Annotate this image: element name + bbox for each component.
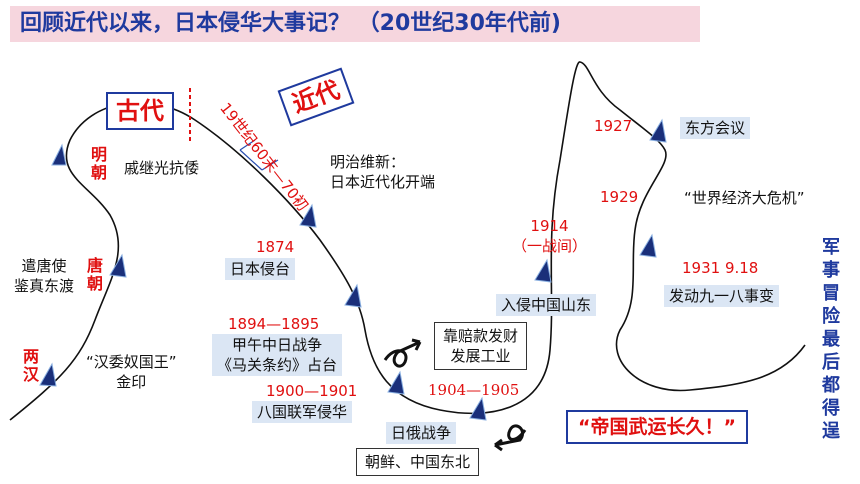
event-han-seal: “汉委奴国王”金印 xyxy=(86,353,177,391)
event-indemnity: 靠赔款发财发展工业 xyxy=(434,322,528,370)
swirl-arrow-1 xyxy=(383,340,421,368)
year-1900: 1900—1901 xyxy=(266,382,358,400)
year-1914: 1914（一战间） xyxy=(512,217,588,255)
ship-1900 xyxy=(387,370,405,395)
ship-1931 xyxy=(639,233,657,258)
event-economic-crisis: “世界经济大危机” xyxy=(684,189,805,207)
ship-1894 xyxy=(344,283,362,308)
dynasty-ming: 明朝 xyxy=(90,145,107,182)
swirl-arrow-2 xyxy=(494,424,527,447)
ship-han xyxy=(39,362,57,387)
event-korea-ne-china: 朝鲜、中国东北 xyxy=(356,448,480,476)
event-sept18: 发动九一八事变 xyxy=(664,285,780,307)
slogan: “帝国武运长久！” xyxy=(566,410,748,444)
event-invade-taiwan: 日本侵台 xyxy=(225,258,296,280)
dynasty-han: 两汉 xyxy=(22,347,39,384)
ship-ming xyxy=(51,143,67,166)
event-jianzhen: 遣唐使鉴真东渡 xyxy=(14,257,75,295)
side-note: 军事冒 险最后 都得逞 xyxy=(822,237,840,442)
ship-1927 xyxy=(649,118,667,143)
year-1894: 1894—1895 xyxy=(228,315,320,333)
ship-tang xyxy=(109,253,127,278)
year-1927: 1927 xyxy=(594,117,633,135)
dynasty-tang: 唐朝 xyxy=(86,256,103,293)
year-1929: 1929 xyxy=(600,188,639,206)
event-meiji: 明治维新：日本近代化开端 xyxy=(330,153,436,191)
event-east-conference: 东方会议 xyxy=(680,117,751,139)
event-eight-nation: 八国联军侵华 xyxy=(252,401,353,423)
year-1931: 1931 9.18 xyxy=(682,259,759,277)
page-title: 回顾近代以来，日本侵华大事记？ （20世纪30年代前) xyxy=(10,6,700,42)
ship-1914 xyxy=(534,258,552,283)
year-1904: 1904—1905 xyxy=(428,381,520,399)
event-qi-jiguang: 戚继光抗倭 xyxy=(124,159,200,177)
ship-1874 xyxy=(299,203,317,228)
event-russo-japanese-war: 日俄战争 xyxy=(386,422,457,444)
ship-1904 xyxy=(469,396,487,421)
era-ancient: 古代 xyxy=(106,92,174,130)
event-sino-japanese-war: 甲午中日战争 《马关条约》占台 xyxy=(212,334,343,376)
year-1874: 1874 xyxy=(256,238,295,256)
event-shandong: 入侵中国山东 xyxy=(496,294,597,316)
